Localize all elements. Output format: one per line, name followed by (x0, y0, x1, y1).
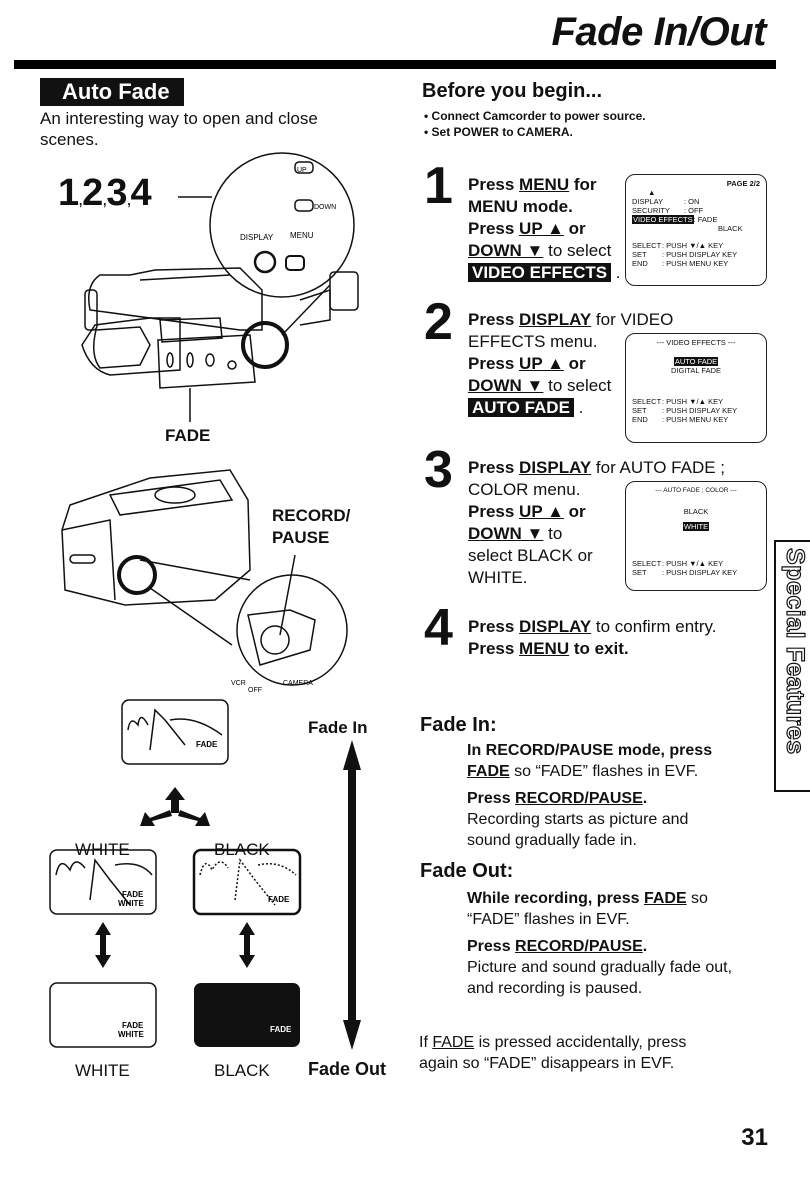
switch-off-label: OFF (248, 687, 262, 694)
fade-in-label: Fade In (308, 718, 368, 737)
switch-vcr-label: VCR (231, 680, 246, 687)
steps-label: 1,2,3,4 (58, 172, 152, 214)
fade-button-highlight (241, 321, 289, 369)
video-effects-highlight: VIDEO EFFECTS (468, 263, 612, 282)
accidental-press-note: If FADE is pressed accidentally, press a… (419, 1034, 687, 1072)
screen-white-final-text-1: FADE (122, 1021, 144, 1030)
menu-label: MENU (290, 231, 314, 240)
screen-white-final-text-2: WHITE (118, 1030, 144, 1039)
page-title: Fade In/Out (551, 10, 767, 54)
power-switch-highlight (117, 555, 157, 595)
down-button-icon (294, 199, 314, 212)
page-number: 31 (741, 1124, 768, 1151)
screen-black-text: FADE (268, 895, 290, 904)
screen-normal-text: FADE (196, 740, 218, 749)
record-pause-label: RECORD/ PAUSE (272, 505, 350, 549)
prerequisite-item: • Set POWER to CAMERA. (424, 125, 573, 139)
screen-black (194, 983, 300, 1047)
step-number-4: 4 (424, 599, 453, 657)
step-number-3: 3 (424, 441, 453, 499)
screen-fade-white (49, 849, 157, 915)
white-option-label: WHITE (75, 840, 130, 859)
step-ref-3: 3 (106, 172, 127, 214)
switch-camera-label: CAMERA (283, 680, 313, 687)
fade-out-heading: Fade Out: (420, 860, 514, 882)
screen-white-text-1: FADE (122, 890, 144, 899)
screen-normal (121, 699, 229, 765)
section-badge-auto-fade: Auto Fade (40, 78, 184, 106)
camcorder-illustration-top: UP DOWN DISPLAY MENU VCR OFF CAMERA (61, 152, 359, 694)
step-3-text: Press DISPLAY for AUTO FADE ; COLOR menu… (468, 458, 726, 587)
section-tab-special-features: Special Features (774, 540, 810, 792)
step-ref-2: 2 (82, 172, 103, 214)
black-option-label: BLACK (214, 840, 270, 859)
fade-in-heading: Fade In: (420, 714, 497, 736)
step-ref-4: 4 (130, 172, 151, 214)
display-button-icon (253, 250, 277, 274)
intro-text: An interesting way to open and close sce… (40, 109, 318, 149)
screen-black-final-text: FADE (270, 1025, 292, 1034)
down-label: DOWN (314, 204, 336, 211)
screen-fade-black (192, 848, 302, 916)
zoom-circle (209, 152, 355, 298)
auto-fade-highlight: AUTO FADE (468, 398, 574, 417)
prerequisite-list: • Connect Camcorder to power source. • S… (424, 108, 646, 140)
menu-screen-step-2: --- VIDEO EFFECTS --- AUTO FADE DIGITAL … (625, 333, 767, 443)
fade-diagram: FADE FADE WHITE FADE FADE WHITE FADE (49, 699, 361, 1050)
up-button-icon (294, 161, 314, 174)
black-final-label: BLACK (214, 1061, 270, 1080)
double-arrow-black-icon (239, 922, 255, 968)
step-number-1: 1 (424, 157, 453, 215)
step-2-text: Press DISPLAY for VIDEO EFFECTS menu. Pr… (468, 310, 674, 417)
prerequisite-item: • Connect Camcorder to power source. (424, 109, 646, 123)
white-final-label: WHITE (75, 1061, 130, 1080)
menu-screen-step-3: --- AUTO FADE ; COLOR --- BLACK WHITE SE… (625, 481, 767, 591)
switch-zoom-circle (236, 574, 348, 686)
step-number-2: 2 (424, 293, 453, 351)
header-rule (14, 60, 776, 69)
step-1-text: Press MENU for MENU mode. Press UP ▲ or … (468, 175, 621, 282)
fade-button-label: FADE (165, 426, 211, 445)
fade-in-instructions: In RECORD/PAUSE mode, press FADE so “FAD… (467, 742, 713, 849)
fade-out-arrow-icon (343, 880, 361, 1050)
fade-in-arrow-icon (343, 740, 361, 880)
double-arrow-white-icon (95, 922, 111, 968)
record-label-line2: PAUSE (272, 528, 330, 547)
fade-out-instructions: While recording, press FADE so “FADE” fl… (467, 890, 733, 997)
split-arrow-icon (140, 787, 210, 826)
menu-screen-step-1: PAGE 2/2 ▲ DISPLAY: ON SECURITY: OFF VID… (625, 174, 767, 286)
step-ref-1: 1 (58, 172, 79, 214)
display-label: DISPLAY (240, 233, 274, 242)
screen-white (49, 982, 157, 1048)
screen-white-text-2: WHITE (118, 899, 144, 908)
camcorder-illustration-side (61, 469, 348, 686)
record-label-line1: RECORD/ (272, 506, 351, 525)
fade-out-label: Fade Out (308, 1059, 387, 1079)
before-you-begin-heading: Before you begin... (422, 80, 603, 102)
up-label: UP (297, 167, 307, 174)
step-4-text: Press DISPLAY to confirm entry. Press ME… (468, 617, 717, 658)
menu-button-icon (285, 255, 305, 271)
section-tab-label: Special Features (780, 547, 809, 755)
